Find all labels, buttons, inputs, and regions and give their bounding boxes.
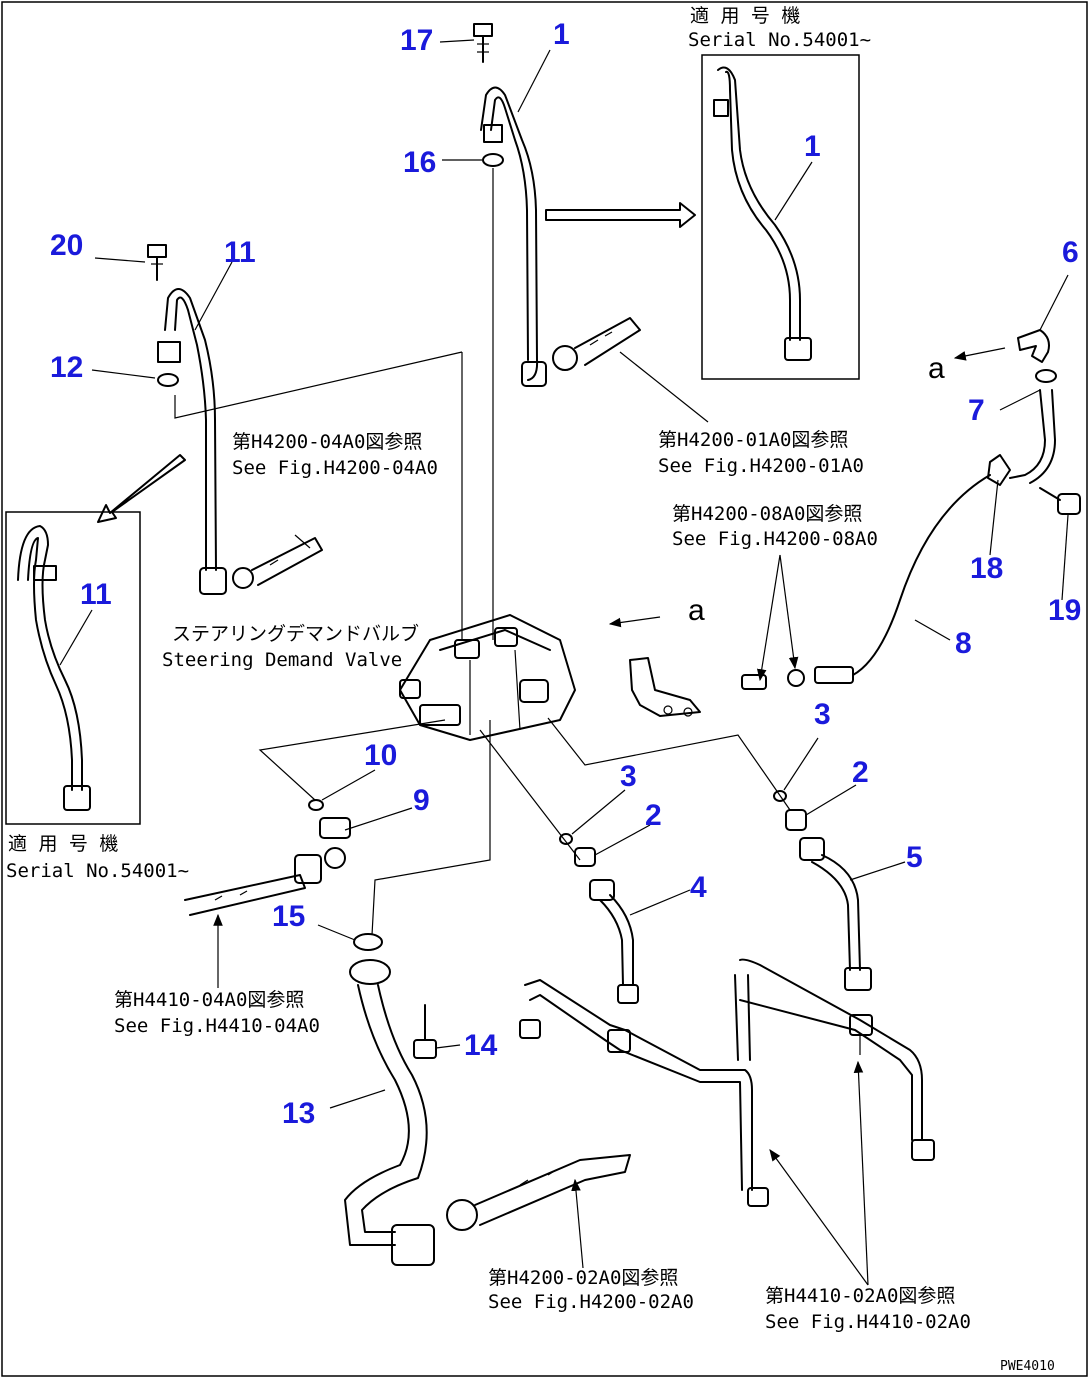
ref-h4200-02a0-en: See Fig.H4200-02A0 (488, 1291, 694, 1313)
ref-h4410-04a0-en: See Fig.H4410-04A0 (114, 1015, 320, 1037)
o-ring-part-3-a (559, 833, 573, 845)
o-ring-part-12 (157, 373, 179, 387)
callout-11: 11 (224, 236, 256, 269)
pipe-assembly-4410-02a0 (519, 958, 935, 1207)
callout-14: 14 (464, 1029, 498, 1062)
callout-4: 4 (690, 871, 707, 904)
callout-2-left: 2 (645, 799, 662, 832)
adapter-part-2-a (574, 847, 596, 867)
callout-15: 15 (272, 900, 305, 933)
callout-17: 17 (400, 24, 433, 57)
marker-a-center: a (688, 594, 705, 627)
bolt-part-14 (413, 1004, 437, 1059)
valve-label-en: Steering Demand Valve (162, 649, 402, 671)
callout-5: 5 (906, 841, 923, 874)
fittings-08a0 (741, 666, 854, 690)
callout-20: 20 (50, 229, 83, 262)
valve-label-jp: ステアリングデマンドバルブ (172, 622, 419, 645)
hose-fitting-04a0 (232, 537, 323, 589)
bracket-fitting (629, 657, 701, 717)
ref-h4410-02a0-jp: 第H4410-02A0図参照 (765, 1285, 955, 1307)
hose-fitting-4410-04a0 (184, 854, 322, 916)
callout-3-left: 3 (620, 760, 637, 793)
callout-18: 18 (970, 552, 1003, 585)
bolt-part-19 (1039, 487, 1081, 515)
elbow-part-6 (1017, 329, 1050, 363)
bolt-part-20 (147, 244, 167, 281)
callout-12: 12 (50, 351, 83, 384)
ref-h4410-04a0-jp: 第H4410-04A0図参照 (114, 989, 304, 1011)
hose-part-8 (852, 474, 991, 676)
leader-lines (59, 39, 1069, 1286)
steering-demand-valve (399, 614, 576, 741)
hose-part-5 (799, 837, 872, 991)
ref-h4410-02a0-en: See Fig.H4410-02A0 (765, 1311, 971, 1333)
callout-1: 1 (553, 18, 570, 51)
detail-pipe-part-1 (713, 66, 812, 361)
callout-16: 16 (403, 146, 436, 179)
ref-h4200-02a0-jp: 第H4200-02A0図参照 (488, 1267, 678, 1289)
marker-a-right: a (928, 352, 945, 385)
bolt-part-17 (473, 23, 493, 63)
callout-6: 6 (1062, 236, 1079, 269)
ref-h4200-08a0-en: See Fig.H4200-08A0 (672, 528, 878, 550)
callout-13: 13 (282, 1097, 315, 1130)
hose-part-4 (589, 879, 639, 1004)
elbow-part-9 (319, 817, 351, 869)
hose-fitting-0200 (446, 1154, 631, 1231)
detail-box-top-right (701, 54, 860, 380)
pipe-part-1 (480, 86, 547, 387)
callout-8: 8 (955, 627, 972, 660)
o-ring-part-15 (353, 933, 383, 951)
pipe-part-7 (1009, 369, 1057, 484)
ref-h4200-08a0-jp: 第H4200-08A0図参照 (672, 503, 862, 525)
callout-3-right: 3 (814, 698, 831, 731)
ref-h4200-01a0-en: See Fig.H4200-01A0 (658, 455, 864, 477)
page-code: PWE4010 (1000, 1359, 1055, 1374)
clamp-part-18 (987, 454, 1011, 486)
adapter-part-2-b (785, 809, 807, 831)
callout-11-detail: 11 (80, 578, 112, 611)
serial-note-top-jp: 適 用 号 機 (690, 5, 800, 27)
direction-arrows (97, 202, 1006, 628)
callout-1-detail: 1 (804, 130, 821, 163)
callout-2-right: 2 (852, 756, 869, 789)
o-ring-part-3-b (773, 790, 787, 802)
serial-note-top-en: Serial No.54001~ (688, 29, 871, 51)
callout-9: 9 (413, 784, 430, 817)
callout-7: 7 (968, 394, 985, 427)
ref-h4200-04a0-en: See Fig.H4200-04A0 (232, 457, 438, 479)
pipe-part-11 (157, 288, 227, 595)
pipe-part-13 (344, 959, 435, 1266)
detail-pipe-part-11 (17, 525, 91, 811)
o-ring-part-10 (308, 799, 324, 811)
o-ring-part-16 (482, 153, 504, 167)
serial-note-left-jp: 適 用 号 機 (8, 833, 118, 855)
callout-10: 10 (364, 739, 397, 772)
serial-note-left-en: Serial No.54001~ (6, 860, 189, 882)
ref-h4200-04a0-jp: 第H4200-04A0図参照 (232, 431, 422, 453)
callout-19: 19 (1048, 594, 1081, 627)
detail-box-left (5, 511, 141, 825)
ref-h4200-01a0-jp: 第H4200-01A0図参照 (658, 429, 848, 451)
hose-fitting-01a0 (552, 317, 641, 371)
